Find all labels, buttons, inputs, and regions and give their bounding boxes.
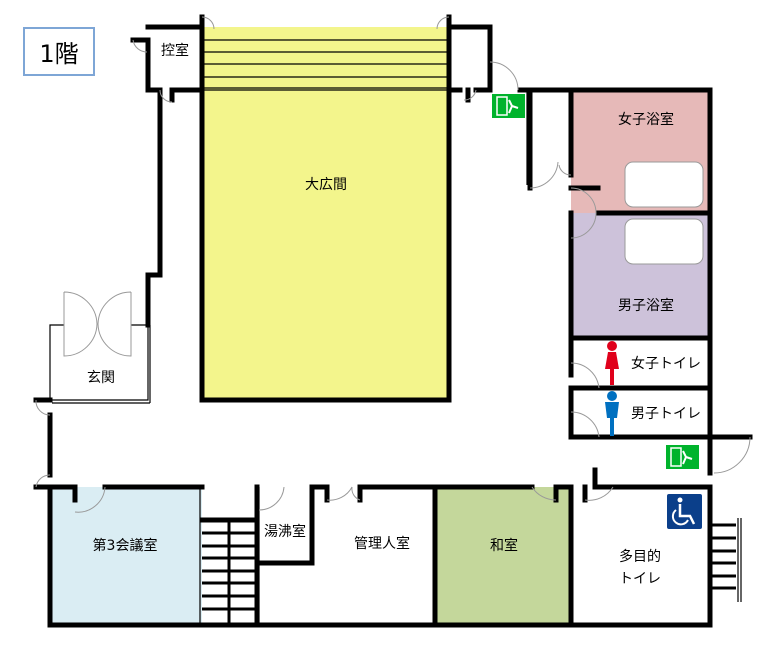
emergency-exit-icon xyxy=(666,445,699,469)
room-label-women-bath: 女子浴室 xyxy=(618,111,674,128)
floor-label: 1階 xyxy=(23,27,95,76)
room-label-manager: 管理人室 xyxy=(354,535,410,552)
meeting-room-3[interactable] xyxy=(50,487,202,625)
male-icon xyxy=(605,391,619,436)
bathtub xyxy=(624,161,704,208)
room-label-multi-toilet-2: トイレ xyxy=(619,571,661,587)
staircase-right xyxy=(710,523,736,590)
thin-walls xyxy=(49,92,742,625)
room-label-men-toilet: 男子トイレ xyxy=(631,406,701,422)
stage-steps xyxy=(202,39,449,91)
staircase xyxy=(202,520,257,625)
hall-room[interactable] xyxy=(202,27,449,400)
room-label-waiting: 控室 xyxy=(161,42,189,59)
room-label-hall: 大広間 xyxy=(305,177,347,193)
wheelchair-icon xyxy=(667,494,702,529)
room-label-meeting3: 第3会議室 xyxy=(93,537,158,554)
emergency-exit-icon xyxy=(492,94,525,118)
walls xyxy=(33,14,753,628)
door-swings xyxy=(35,16,751,513)
female-icon xyxy=(605,341,619,385)
room-label-washitsu: 和室 xyxy=(490,537,518,554)
bathtub xyxy=(624,218,704,265)
room-label-kitchenette: 湯沸室 xyxy=(264,523,306,540)
room-label-multi-toilet: 多目的 xyxy=(619,548,661,565)
room-label-women-toilet: 女子トイレ xyxy=(631,355,701,372)
room-label-men-bath: 男子浴室 xyxy=(618,297,674,314)
washitsu-room[interactable] xyxy=(435,487,571,625)
room-label-entrance: 玄関 xyxy=(87,369,115,386)
